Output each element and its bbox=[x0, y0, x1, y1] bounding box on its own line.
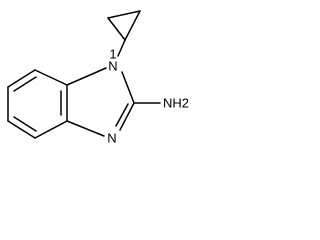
cyclopropyl-ring bbox=[107, 10, 141, 41]
molecule-structure: N 1 N NH2 bbox=[7, 10, 189, 146]
bond-c2-n3 bbox=[119, 102, 135, 131]
bond-benzene-inner-2 bbox=[13, 116, 37, 132]
bond-c2-n3-double bbox=[115, 103, 129, 127]
bond-benzene-c7-c6 bbox=[7, 69, 36, 88]
bond-benzene-c5-c4 bbox=[7, 120, 36, 139]
benzene-ring bbox=[7, 69, 68, 139]
amine-label: NH2 bbox=[163, 96, 189, 111]
bond-c7a-n1 bbox=[66, 67, 107, 86]
bond-cyclopropyl-3 bbox=[107, 17, 126, 41]
atom-n1-label: N bbox=[108, 59, 117, 74]
bond-cyclopropyl-2 bbox=[124, 10, 141, 41]
atom-n1-locant: 1 bbox=[109, 47, 116, 62]
bond-benzene-inner-1 bbox=[13, 76, 37, 92]
bond-cyclopropyl-n1 bbox=[117, 39, 126, 57]
bond-n3-c3a bbox=[66, 120, 105, 137]
bond-benzene-c4-c3a bbox=[34, 120, 68, 139]
imidazole-ring bbox=[66, 67, 135, 137]
bond-n1-c2 bbox=[121, 71, 135, 104]
atom-n3-label: N bbox=[107, 131, 116, 146]
bond-cyclopropyl-1 bbox=[107, 10, 141, 19]
bond-benzene-c7a-c7 bbox=[34, 69, 68, 86]
